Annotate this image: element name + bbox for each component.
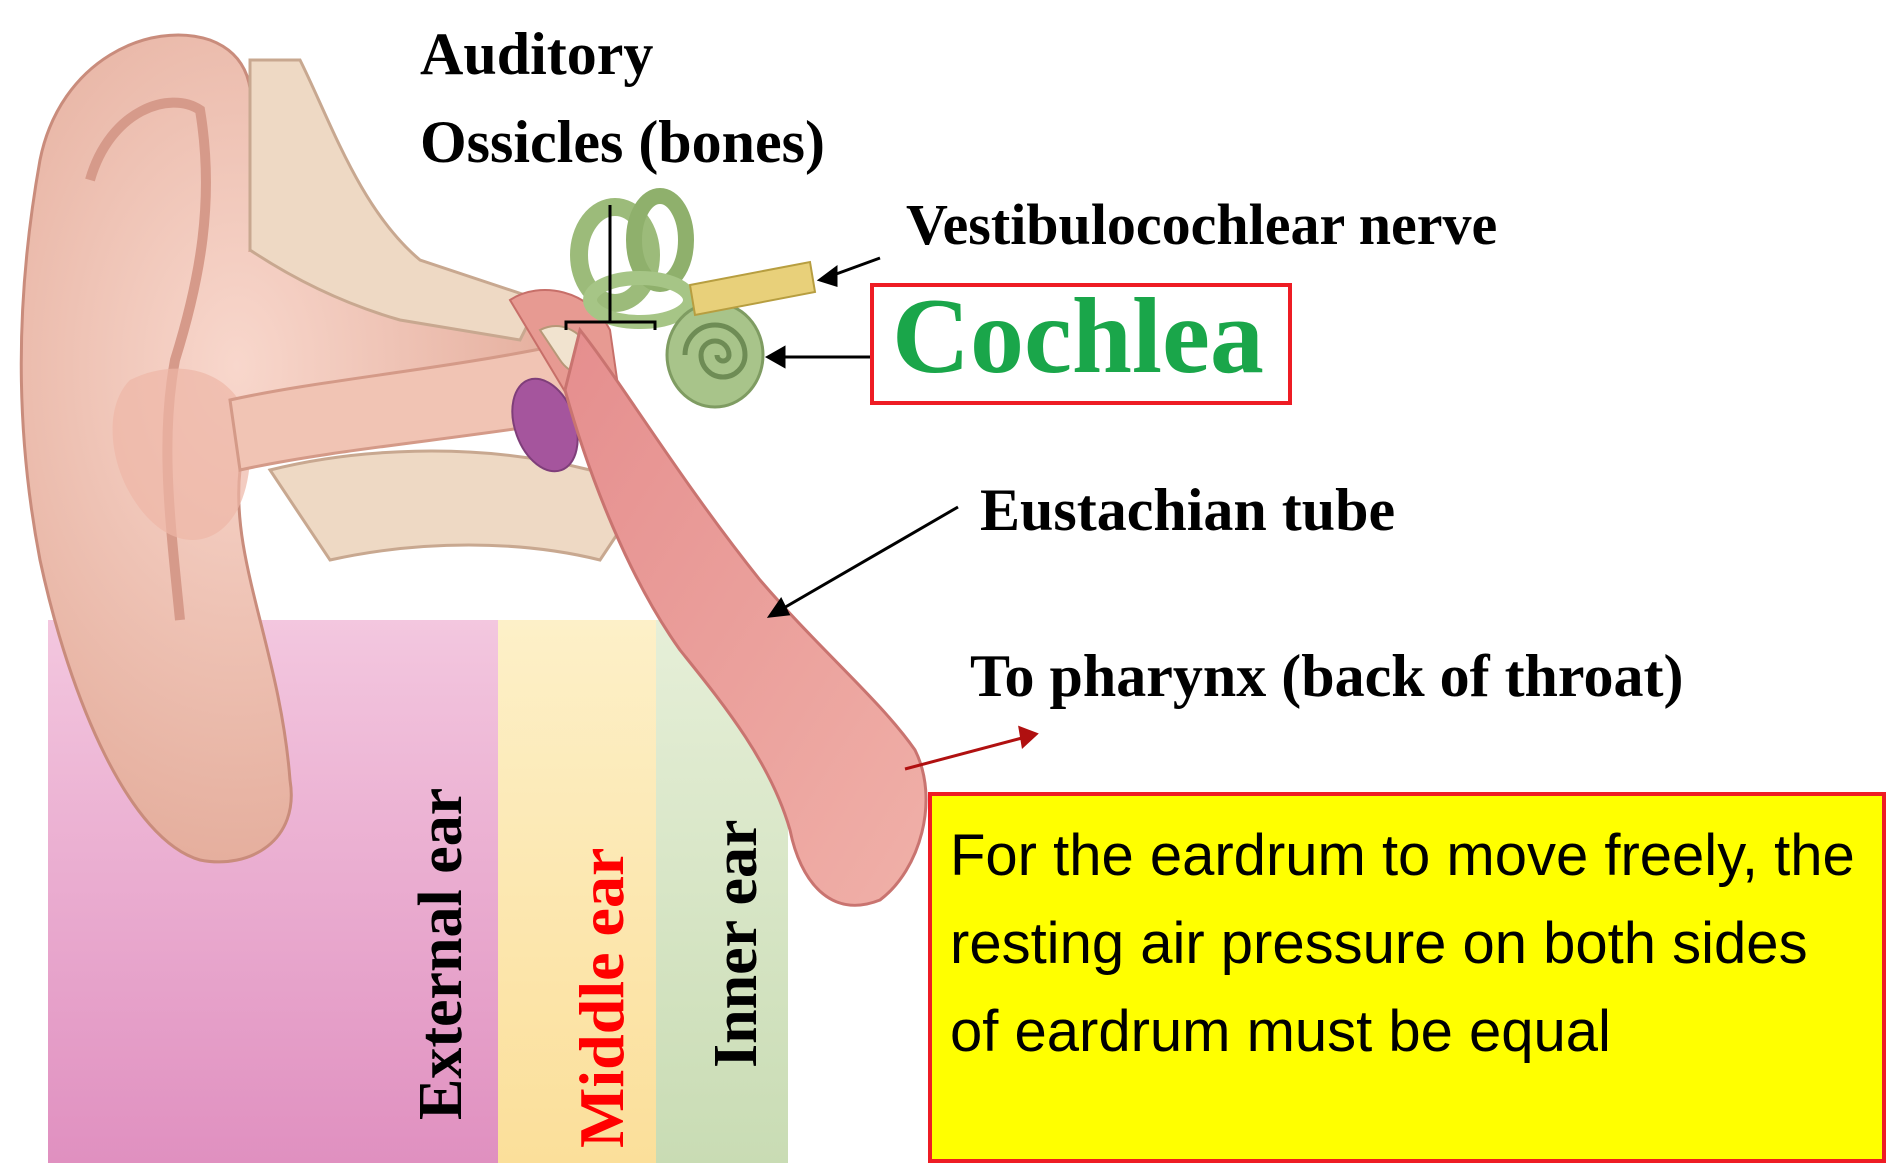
ossicles-label: Auditory Ossicles (bones) [420, 10, 825, 186]
inner-ear-label: Inner ear [705, 819, 767, 1068]
semicircular-canals [579, 196, 690, 322]
pharynx-label: To pharynx (back of throat) [970, 646, 1683, 706]
nerve-label: Vestibulocochlear nerve [906, 196, 1497, 254]
cochlea-shell [667, 303, 763, 407]
pharynx-arrow [905, 728, 1036, 769]
external-ear-label: External ear [410, 788, 472, 1120]
vestibulocochlear-nerve [690, 262, 815, 315]
temporal-bone-lower [270, 451, 640, 560]
cochlea-label: Cochlea [892, 278, 1264, 397]
nerve-arrow [820, 258, 880, 285]
ossicles-label-line2: Ossicles (bones) [420, 98, 825, 186]
eustachian-label: Eustachian tube [980, 480, 1395, 540]
cochlea-arrow [768, 348, 870, 366]
middle-ear-label: Middle ear [570, 848, 634, 1148]
eustachian-arrow [770, 507, 958, 616]
ossicles-label-line1: Auditory [420, 10, 825, 98]
note-text: For the eardrum to move freely, the rest… [950, 812, 1870, 1076]
